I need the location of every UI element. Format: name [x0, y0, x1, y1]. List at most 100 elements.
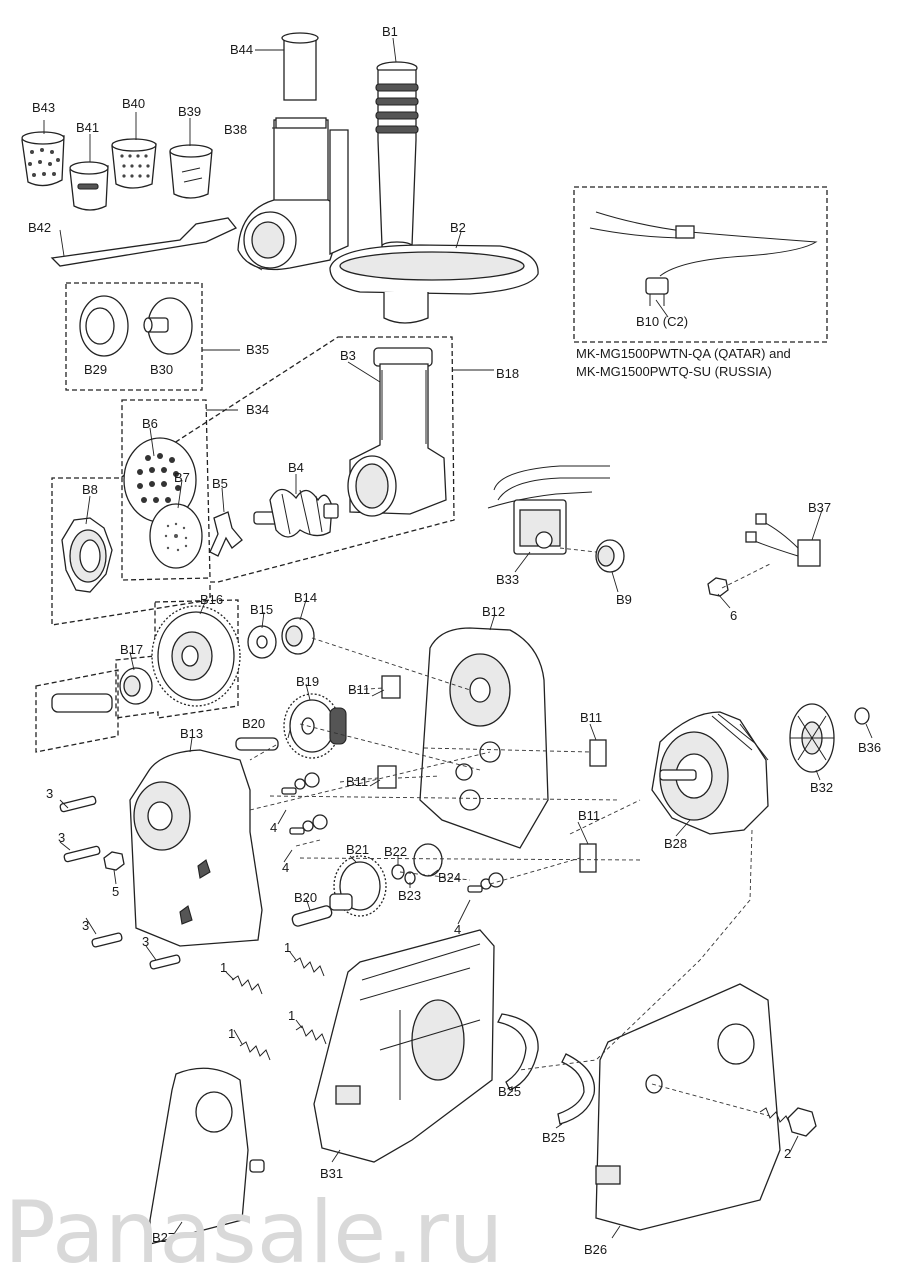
label-4-a: 4 [270, 820, 277, 835]
label-b10: B10 (C2) [636, 314, 688, 329]
label-b18: B18 [496, 366, 519, 381]
label-b17: B17 [120, 642, 143, 657]
label-b24: B24 [438, 870, 461, 885]
label-b12: B12 [482, 604, 505, 619]
label-5: 5 [112, 884, 119, 899]
b20-pin-lower [291, 905, 333, 927]
b25-clip-b [557, 1053, 596, 1125]
b5-blade [209, 511, 243, 557]
label-b11-b: B11 [580, 710, 602, 725]
label-b30: B30 [150, 362, 173, 377]
label-b9: B9 [616, 592, 632, 607]
b7-plate [149, 503, 203, 569]
label-b26: B26 [584, 1242, 607, 1257]
b36-cap [854, 707, 870, 725]
b13-housing [129, 749, 263, 947]
b4-screw [253, 488, 339, 538]
b32-fan [789, 703, 835, 773]
b40-cone [111, 138, 157, 189]
label-b43: B43 [32, 100, 55, 115]
spring-1-b [231, 975, 263, 995]
b2-tray [329, 244, 539, 324]
b29-disc [79, 295, 129, 357]
b28-motor [651, 711, 769, 835]
screw-set-4-c [467, 872, 504, 893]
knob-screw-2 [759, 1107, 817, 1137]
label-b25-b: B25 [542, 1130, 565, 1145]
label-b1: B1 [382, 24, 398, 39]
spring-1-c [295, 1025, 327, 1045]
label-1-c: 1 [288, 1008, 295, 1023]
label-b42: B42 [28, 220, 51, 235]
label-b23: B23 [398, 888, 421, 903]
note-model-line1: MK-MG1500PWTN-QA (QATAR) and [576, 346, 791, 361]
b16-gear [151, 605, 241, 707]
b8-ring-nut [61, 517, 113, 593]
b1-pusher [375, 61, 419, 251]
b15-washer [247, 625, 277, 659]
b14-bushing [281, 617, 315, 655]
label-b33: B33 [496, 572, 519, 587]
label-1-a: 1 [284, 940, 291, 955]
label-b41: B41 [76, 120, 99, 135]
label-b28: B28 [664, 836, 687, 851]
label-b39: B39 [178, 104, 201, 119]
label-b20-b: B20 [294, 890, 317, 905]
label-b8: B8 [82, 482, 98, 497]
note-model-line2: MK-MG1500PWTQ-SU (RUSSIA) [576, 364, 772, 379]
label-4-b: 4 [282, 860, 289, 875]
screw-3-b [63, 845, 101, 863]
label-b11-d: B11 [578, 808, 600, 823]
label-3-c: 3 [82, 918, 89, 933]
label-b19: B19 [296, 674, 319, 689]
leader-lines [43, 37, 873, 1239]
label-6: 6 [730, 608, 737, 623]
b10-power-cord [589, 211, 818, 306]
label-b3: B3 [340, 348, 356, 363]
b30-disc [143, 297, 193, 355]
screw-3-d [149, 954, 181, 970]
group-box-b35 [65, 282, 203, 391]
label-b15: B15 [250, 602, 273, 617]
b44-pusher [281, 32, 319, 101]
label-b7: B7 [174, 470, 190, 485]
screw-set-4-b [289, 814, 328, 835]
group-box-power-cord [573, 186, 828, 343]
label-b31: B31 [320, 1166, 343, 1181]
nut-5 [103, 851, 125, 871]
label-b6: B6 [142, 416, 158, 431]
spring-1-d [239, 1041, 271, 1061]
label-b2: B2 [450, 220, 466, 235]
label-b16: B16 [200, 592, 223, 607]
label-1-d: 1 [228, 1026, 235, 1041]
label-b4: B4 [288, 460, 304, 475]
b38-slicer-housing [237, 117, 349, 271]
label-b32: B32 [810, 780, 833, 795]
label-4-c: 4 [454, 922, 461, 937]
watermark: Panasale.ru [4, 1183, 503, 1280]
label-b40: B40 [122, 96, 145, 111]
b12-gear-case [419, 627, 549, 849]
b41-cone [69, 161, 109, 211]
label-b35: B35 [246, 342, 269, 357]
label-b37: B37 [808, 500, 831, 515]
b11-brush-d [579, 843, 597, 873]
b20-pin-upper [235, 737, 279, 751]
label-b22: B22 [384, 844, 407, 859]
label-b21: B21 [346, 842, 369, 857]
b3-grinder-head [347, 347, 447, 517]
screw-3-c [91, 932, 123, 948]
label-b5: B5 [212, 476, 228, 491]
group-box-b18 [51, 336, 455, 626]
label-b27: B27 [152, 1230, 175, 1245]
b42-scraper [50, 217, 238, 267]
b9-knob [595, 539, 625, 573]
b43-cone [21, 131, 65, 187]
b37-wire [745, 513, 821, 567]
b24-plate [413, 843, 443, 877]
label-b20-a: B20 [242, 716, 265, 731]
label-b34: B34 [246, 402, 269, 417]
label-b36: B36 [858, 740, 881, 755]
label-b38: B38 [224, 122, 247, 137]
